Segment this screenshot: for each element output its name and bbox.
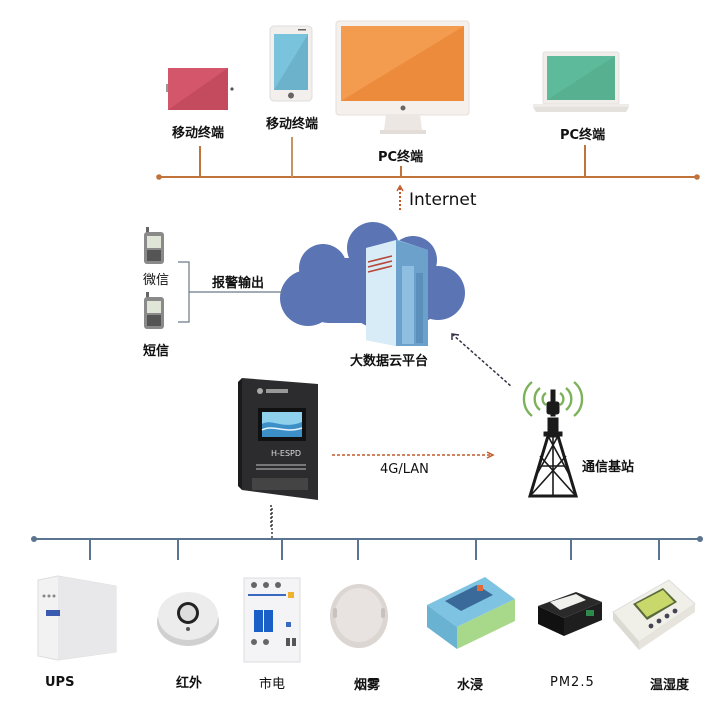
sensor-label-smoke: 烟雾: [354, 678, 381, 693]
alarm-output-wechat-label: 微信: [143, 273, 170, 288]
ups-icon: [37, 575, 117, 661]
sensor-label-pm25: PM2.5: [550, 675, 595, 690]
sensor-label-ups: UPS: [45, 675, 75, 690]
internet-label: Internet: [409, 190, 477, 210]
internet-arrow: [396, 184, 404, 212]
monitoring-host-icon: [238, 378, 318, 538]
temp-humidity-sensor-icon: [612, 579, 696, 650]
pm25-sensor-icon: [538, 592, 602, 636]
terminal-label-phone: 移动终端: [266, 117, 319, 132]
cell-tower-icon: [522, 381, 584, 498]
cloud-platform-label: 大数据云平台: [350, 354, 429, 369]
terminal-label-tablet: 移动终端: [172, 126, 225, 141]
sensor-label-mains: 市电: [259, 677, 286, 692]
tablet-icon: [166, 68, 234, 110]
infrared-sensor-icon: [157, 592, 219, 646]
alarm-output-sms-label: 短信: [143, 344, 170, 359]
circuit-breaker-icon: [243, 577, 301, 663]
mobile-phone-icon: [144, 227, 164, 264]
smoke-detector-icon: [330, 584, 388, 648]
sensor-label-water: 水浸: [457, 678, 484, 693]
cloud-server-icon: [280, 222, 465, 346]
sensor-label-infrared: 红外: [176, 676, 203, 691]
terminal-label-monitor: PC终端: [378, 150, 424, 165]
device-name-label: H-ESPD: [271, 449, 302, 458]
mobile-phone-icon: [144, 292, 164, 329]
sensor-bus: [31, 536, 703, 560]
tower-to-cloud-arrow: [451, 333, 513, 388]
base-station-label: 通信基站: [582, 460, 635, 475]
water-leak-module-icon: [427, 577, 515, 649]
link-label: 4G/LAN: [380, 462, 429, 477]
smartphone-icon: [269, 25, 313, 102]
link-arrow: [332, 451, 495, 459]
alarm-output-label: 报警输出: [212, 276, 265, 291]
top-network-bus: [156, 137, 700, 180]
alarm-bracket: [178, 261, 283, 323]
terminal-label-laptop: PC终端: [560, 128, 606, 143]
desktop-monitor-icon: [335, 20, 470, 134]
laptop-icon: [533, 51, 629, 112]
sensor-label-temp-humidity: 温湿度: [650, 678, 690, 693]
